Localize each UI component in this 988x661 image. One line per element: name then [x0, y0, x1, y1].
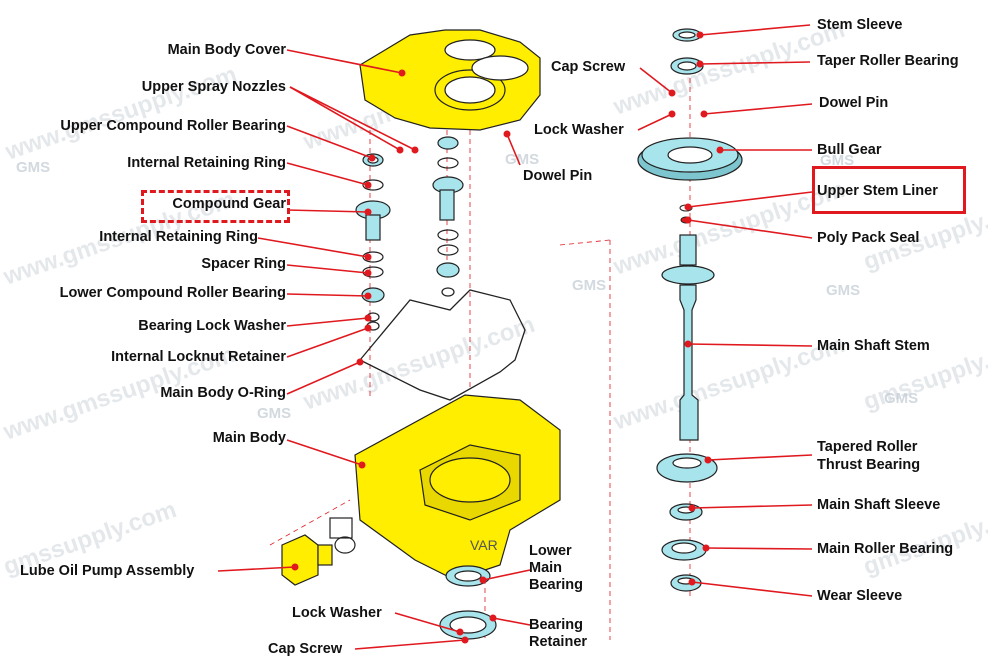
main-shaft-part: [661, 234, 715, 441]
label-lube-oil-pump-assembly: Lube Oil Pump Assembly: [20, 563, 195, 579]
label-main-roller-bearing: Main Roller Bearing: [817, 541, 954, 557]
bull-gear-part: [637, 137, 743, 181]
label-main-body: Main Body: [212, 430, 286, 446]
label-taper-roller-bearing: Taper Roller Bearing: [817, 53, 959, 69]
label-bull-gear: Bull Gear: [817, 142, 882, 158]
label-lock-washer: Lock Washer: [534, 122, 624, 138]
label-main-body-cover: Main Body Cover: [167, 42, 286, 58]
main-body-cover-part: [359, 29, 541, 131]
label-internal-locknut-retainer: Internal Locknut Retainer: [111, 349, 286, 365]
label-bearing-retainer-line1: Bearing: [529, 617, 583, 633]
taper-roller-bearing-part: [670, 57, 704, 75]
gms-logo: GMS GMS GMS GMS GMS GMS GMS: [16, 151, 918, 422]
label-internal-retaining-ring: Internal Retaining Ring: [127, 155, 286, 171]
o-ring-part: [358, 289, 526, 401]
lube-oil-pump-part: [281, 517, 356, 586]
label-main-body-o-ring: Main Body O-Ring: [160, 385, 286, 401]
label-lower-main-bearing-line3: Bearing: [529, 577, 583, 593]
label-poly-pack-seal: Poly Pack Seal: [817, 230, 920, 246]
label-main-shaft-sleeve: Main Shaft Sleeve: [817, 497, 941, 513]
compound-gear-highlight-box: [141, 190, 290, 223]
label-cap-screw: Cap Screw: [551, 59, 626, 75]
label-internal-retaining-ring: Internal Retaining Ring: [99, 229, 258, 245]
upper-stem-liner-highlight-box: [812, 166, 966, 214]
label-dowel-pin: Dowel Pin: [819, 95, 889, 111]
label-lower-main-bearing-line1: Lower: [529, 543, 572, 559]
leader-lines: [217, 24, 813, 650]
gms-logo-text: GMS: [820, 152, 854, 169]
label-compound-gear: Compound Gear: [172, 196, 286, 212]
main-body-part: VAR: [354, 394, 561, 581]
compound-gear-stack: [355, 153, 391, 331]
gms-logo-text: GMS: [884, 390, 918, 407]
label-spacer-ring: Spacer Ring: [201, 256, 286, 272]
label-stem-sleeve: Stem Sleeve: [817, 17, 903, 33]
gms-logo-text: GMS: [826, 282, 860, 299]
thrust-bearing-part: [656, 453, 718, 483]
label-lower-main-bearing-line2: Main: [529, 560, 563, 576]
main-shaft-sleeve-part: [669, 503, 703, 521]
label-cap-screw: Cap Screw: [268, 641, 343, 657]
second-gear-stack: [432, 136, 464, 297]
main-roller-bearing-part: [661, 539, 707, 561]
label-upper-stem-liner: Upper Stem Liner: [817, 183, 938, 199]
label-upper-compound-roller-bearing: Upper Compound Roller Bearing: [60, 118, 286, 134]
label-lower-compound-roller-bearing: Lower Compound Roller Bearing: [59, 285, 286, 301]
leader-dots: [291, 31, 724, 644]
gms-logo-text: GMS: [505, 151, 539, 168]
housing-stamp: VAR: [470, 537, 498, 553]
lower-main-bearing-part: [439, 565, 497, 640]
label-bearing-retainer-line2: Retainer: [529, 634, 588, 650]
gms-logo-text: GMS: [572, 277, 606, 294]
label-tapered-roller-thrust-bearing-line1: Tapered Roller: [817, 439, 918, 455]
label-tapered-roller-thrust-bearing-line2: Thrust Bearing: [817, 457, 921, 473]
label-bearing-lock-washer: Bearing Lock Washer: [138, 318, 286, 334]
label-lock-washer: Lock Washer: [292, 605, 382, 621]
label-main-shaft-stem: Main Shaft Stem: [817, 338, 930, 354]
label-wear-sleeve: Wear Sleeve: [817, 588, 903, 604]
gms-logo-text: GMS: [16, 159, 50, 176]
label-dowel-pin: Dowel Pin: [523, 168, 593, 184]
gms-logo-text: GMS: [257, 405, 291, 422]
label-upper-spray-nozzles: Upper Spray Nozzles: [141, 79, 286, 95]
